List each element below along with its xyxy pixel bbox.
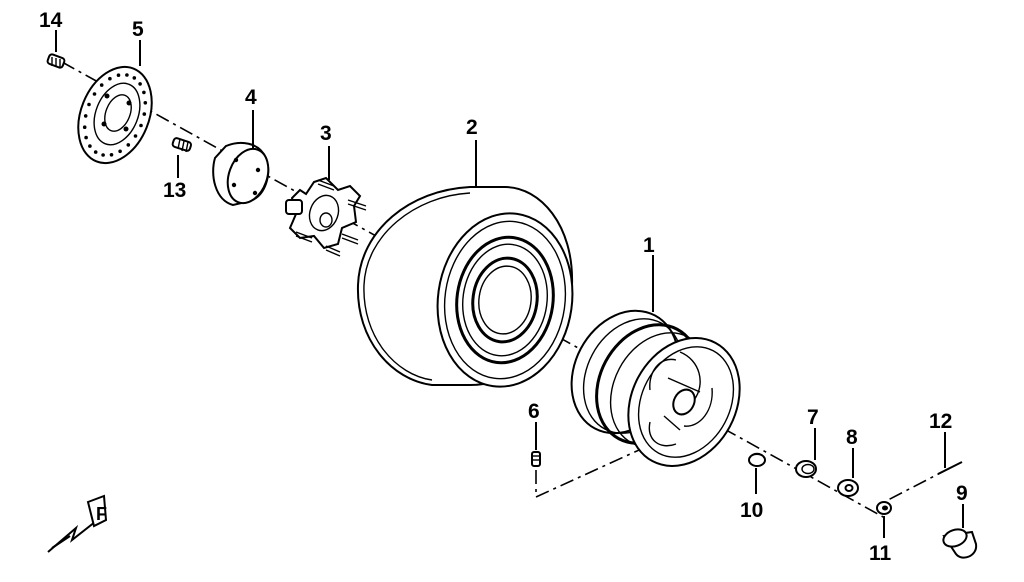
disc-vent-hole	[93, 150, 98, 154]
disc-vent-hole	[143, 101, 148, 105]
callout-1: 1	[643, 234, 655, 257]
washer-part	[837, 479, 859, 497]
disc-vent-hole	[132, 76, 137, 80]
callout-5: 5	[132, 18, 144, 41]
callout-3: 3	[320, 122, 332, 145]
disc-vent-hole	[108, 76, 112, 81]
callout-9: 9	[956, 482, 968, 505]
disc-vent-hole	[87, 102, 91, 107]
callout-14: 14	[39, 9, 63, 32]
callout-10: 10	[740, 499, 763, 522]
front-direction-arrow-icon: F	[47, 494, 108, 553]
rim-part	[570, 309, 741, 467]
callout-4: 4	[245, 86, 257, 109]
disc-vent-hole	[84, 135, 88, 140]
valve-stem-part	[531, 451, 541, 467]
valve-center-line	[535, 444, 651, 499]
front-marker-label: F	[96, 504, 107, 524]
disc-vent-hole	[88, 144, 92, 148]
disc-vent-hole	[138, 82, 142, 86]
cotter-pin-part	[937, 461, 963, 475]
disc-vent-hole	[133, 134, 138, 138]
callout-12: 12	[929, 410, 952, 433]
tire-part	[356, 186, 574, 388]
callout-8: 8	[846, 426, 858, 449]
disc-vent-hole	[101, 153, 105, 157]
brake-disc-part	[77, 65, 153, 165]
disc-vent-hole	[109, 153, 114, 157]
disc-vent-hole	[92, 92, 97, 96]
valve-cap-part	[748, 452, 766, 467]
disc-vent-hole	[99, 83, 104, 87]
hub-cap-part	[942, 528, 978, 559]
disc-vent-hole	[116, 73, 121, 77]
disc-vent-hole	[118, 149, 122, 154]
hub-spacer-part	[212, 141, 270, 207]
disc-vent-hole	[139, 123, 143, 128]
callout-2: 2	[466, 116, 478, 139]
bearing-part	[795, 460, 817, 478]
disc-vent-hole	[125, 73, 129, 77]
disc-vent-hole	[142, 90, 146, 95]
callout-6: 6	[528, 400, 540, 423]
stud-bolt-part	[171, 137, 193, 153]
callout-7: 7	[807, 406, 819, 429]
disc-vent-hole	[126, 143, 131, 147]
wheel-hub-part	[285, 176, 367, 257]
disc-vent-hole	[83, 114, 88, 118]
disc-bolt-part	[46, 53, 66, 69]
leader-lines	[55, 30, 964, 538]
disc-vent-hole	[142, 112, 147, 116]
callout-11: 11	[869, 542, 892, 565]
disc-vent-hole	[82, 125, 87, 129]
callout-13: 13	[163, 179, 186, 202]
callouts: 1 2 3 4 5 6 7 8 9 10 11 12 13 14	[39, 9, 968, 565]
castle-nut-part	[876, 501, 892, 515]
